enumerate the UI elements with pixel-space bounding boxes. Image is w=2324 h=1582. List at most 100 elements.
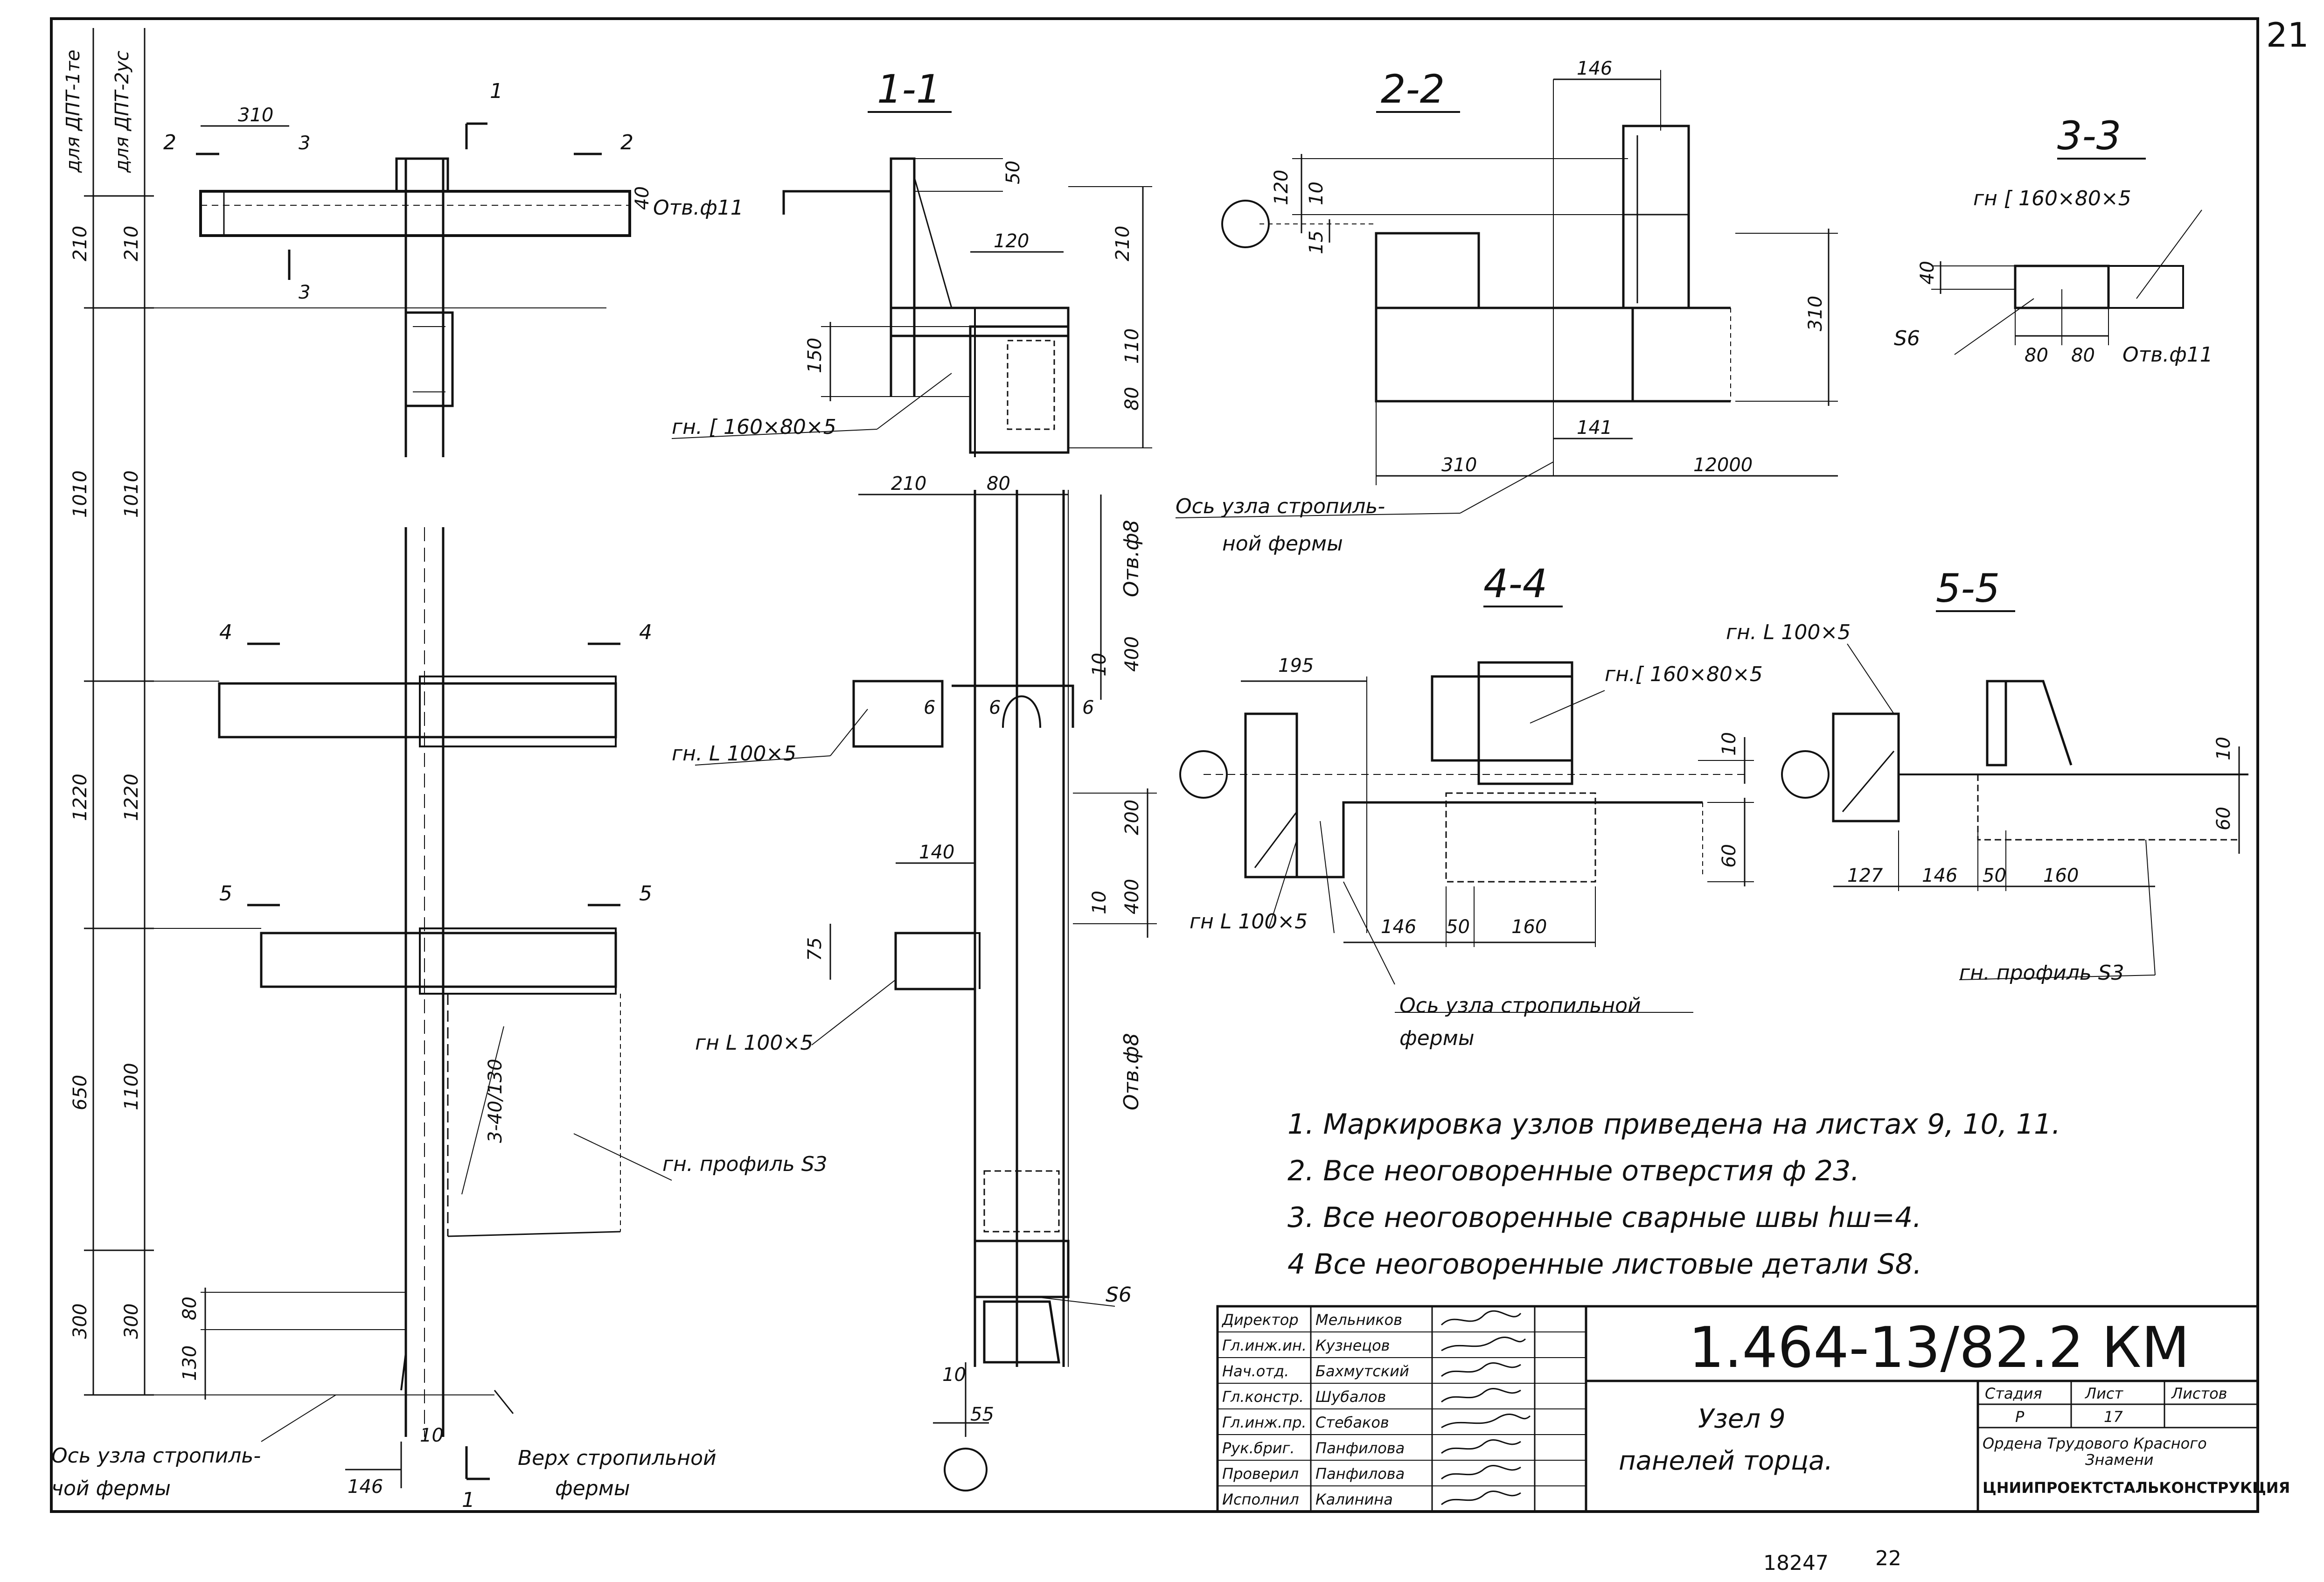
cut-mark-1-bottom: 1 bbox=[462, 1488, 475, 1512]
s5-dim-127: 127 bbox=[1847, 865, 1883, 886]
s2-dim-10: 10 bbox=[1306, 181, 1327, 205]
s4-axis-note-2: фермы bbox=[1399, 1026, 1475, 1050]
section-2-title: 2-2 bbox=[1381, 66, 1445, 112]
s4-dim-10: 10 bbox=[1719, 732, 1740, 756]
s1-dim-80b: 80 bbox=[987, 473, 1010, 495]
main-profile-label: гн. профиль S3 bbox=[662, 1152, 828, 1176]
left-dim-210b: 210 bbox=[121, 226, 142, 261]
s4-dim-146: 146 bbox=[1381, 916, 1416, 938]
name-4: Стебаков bbox=[1315, 1414, 1389, 1431]
s2-axis-note-2: ной фермы bbox=[1222, 532, 1343, 556]
sheet-value: 17 bbox=[2104, 1408, 2123, 1426]
s1-label-plate: S6 bbox=[1106, 1283, 1132, 1307]
left-dimension-chain bbox=[84, 28, 606, 1396]
main-hole-note: Отв.ф11 bbox=[653, 196, 744, 220]
name-5: Панфилова bbox=[1315, 1439, 1405, 1457]
name-7: Калинина bbox=[1315, 1491, 1393, 1508]
left-dim-300: 300 bbox=[70, 1303, 91, 1339]
main-axis-note-1: Ось узла стропиль- bbox=[51, 1444, 261, 1468]
s5-dim-146: 146 bbox=[1922, 865, 1957, 886]
drawing-title-2: панелей торца. bbox=[1619, 1446, 1833, 1476]
general-notes: 1. Маркировка узлов приведена на листах … bbox=[1287, 1108, 2060, 1281]
signature-2 bbox=[1441, 1362, 1521, 1377]
main-dim-40: 40 bbox=[632, 186, 653, 210]
main-dim-80: 80 bbox=[179, 1296, 201, 1320]
section-5-title: 5-5 bbox=[1936, 565, 2000, 611]
s5-label-profile: гн. профиль S3 bbox=[1959, 961, 2124, 985]
s4-dim-60: 60 bbox=[1719, 844, 1740, 868]
left-dim-300b: 300 bbox=[121, 1303, 142, 1339]
left-dim-1010b: 1010 bbox=[121, 470, 142, 518]
s1-dim-6c: 6 bbox=[1082, 697, 1094, 718]
side-label-a: для ДПТ-1те bbox=[63, 49, 84, 173]
main-dim-130: 130 bbox=[179, 1345, 201, 1381]
s1-dim-6a: 6 bbox=[924, 697, 935, 718]
s3-hole: Отв.ф11 bbox=[2122, 343, 2213, 367]
staff-names: Мельников Кузнецов Бахмутский Шубалов Ст… bbox=[1315, 1311, 1409, 1508]
main-dim-146: 146 bbox=[348, 1476, 383, 1498]
stage-value: Р bbox=[2015, 1408, 2025, 1426]
s3-dim-80a: 80 bbox=[2025, 345, 2048, 366]
signature-5 bbox=[1441, 1439, 1521, 1454]
s5-dim-10: 10 bbox=[2213, 737, 2234, 760]
s4-label-channel: гн.[ 160×80×5 bbox=[1605, 662, 1763, 686]
role-3: Гл.констр. bbox=[1222, 1388, 1304, 1406]
s4-label-angle: гн L 100×5 bbox=[1190, 910, 1308, 934]
role-1: Гл.инж.ин. bbox=[1222, 1337, 1307, 1354]
org-line-3: ЦНИИПРОЕКТСТАЛЬКОНСТРУКЦИЯ bbox=[1983, 1479, 2290, 1497]
left-dim-1010: 1010 bbox=[70, 470, 91, 518]
left-dim-650: 650 bbox=[70, 1075, 91, 1110]
main-dim-310: 310 bbox=[238, 105, 273, 126]
section-1-title: 1-1 bbox=[877, 66, 941, 112]
cut-mark-3-top: 3 bbox=[299, 132, 310, 154]
signature-0 bbox=[1440, 1310, 1522, 1326]
left-dim-1220b: 1220 bbox=[121, 774, 142, 821]
s5-dim-160: 160 bbox=[2043, 865, 2079, 886]
s1-label-angle-b: гн L 100×5 bbox=[695, 1031, 813, 1055]
s1-dim-400b: 400 bbox=[1121, 879, 1143, 914]
s1-dim-210: 210 bbox=[1112, 226, 1134, 261]
section-2-2 bbox=[1175, 70, 1838, 518]
section-3-3 bbox=[1931, 158, 2202, 355]
s1-dim-50: 50 bbox=[1002, 160, 1024, 184]
left-dim-210: 210 bbox=[70, 226, 91, 261]
main-view bbox=[93, 122, 672, 1488]
main-top-note-2: фермы bbox=[555, 1477, 630, 1500]
role-6: Проверил bbox=[1222, 1465, 1299, 1483]
side-label-b: для ДПТ-2ус bbox=[111, 51, 133, 173]
name-6: Панфилова bbox=[1315, 1465, 1405, 1483]
s1-dim-75: 75 bbox=[804, 937, 826, 961]
cut-mark-2-left: 2 bbox=[163, 131, 176, 154]
cut-mark-4-right: 4 bbox=[639, 620, 652, 644]
s4-dim-50: 50 bbox=[1446, 916, 1470, 938]
left-dim-1220: 1220 bbox=[70, 774, 91, 821]
s3-label-channel: гн [ 160×80×5 bbox=[1973, 187, 2131, 210]
note-3: 3. Все неоговоренные сварные швы hш=4. bbox=[1287, 1201, 1921, 1234]
sheet-frame bbox=[50, 17, 2259, 1513]
s2-dim-141: 141 bbox=[1577, 417, 1612, 439]
role-4: Гл.инж.пр. bbox=[1222, 1414, 1307, 1431]
section-5-5 bbox=[1781, 610, 2248, 980]
name-1: Кузнецов bbox=[1315, 1337, 1390, 1354]
role-5: Рук.бриг. bbox=[1222, 1439, 1295, 1457]
footer-doc-no: 18247 bbox=[1763, 1551, 1829, 1575]
s3-dim-40: 40 bbox=[1917, 261, 1938, 285]
s4-dim-160: 160 bbox=[1511, 916, 1547, 938]
s2-dim-12000: 12000 bbox=[1693, 454, 1753, 476]
s1-label-channel: гн. [ 160×80×5 bbox=[672, 415, 836, 439]
s4-axis-note-1: Ось узла стропильной bbox=[1399, 994, 1641, 1017]
sheet-head: Лист bbox=[2085, 1385, 2123, 1402]
name-2: Бахмутский bbox=[1315, 1362, 1409, 1380]
s1-dim-6b: 6 bbox=[989, 697, 1001, 718]
cut-mark-3-bottom: 3 bbox=[299, 282, 310, 303]
cut-mark-5-left: 5 bbox=[219, 882, 232, 906]
s1-dim-110: 110 bbox=[1121, 328, 1143, 364]
stage-head: Стадия bbox=[1985, 1385, 2042, 1402]
section-3-title: 3-3 bbox=[2057, 113, 2121, 159]
main-axis-note-2: чой фермы bbox=[51, 1477, 171, 1500]
s2-dim-310: 310 bbox=[1805, 296, 1826, 331]
sheet-number: 21 bbox=[2266, 15, 2309, 55]
signature-6 bbox=[1441, 1465, 1521, 1480]
role-2: Нач.отд. bbox=[1222, 1362, 1289, 1380]
